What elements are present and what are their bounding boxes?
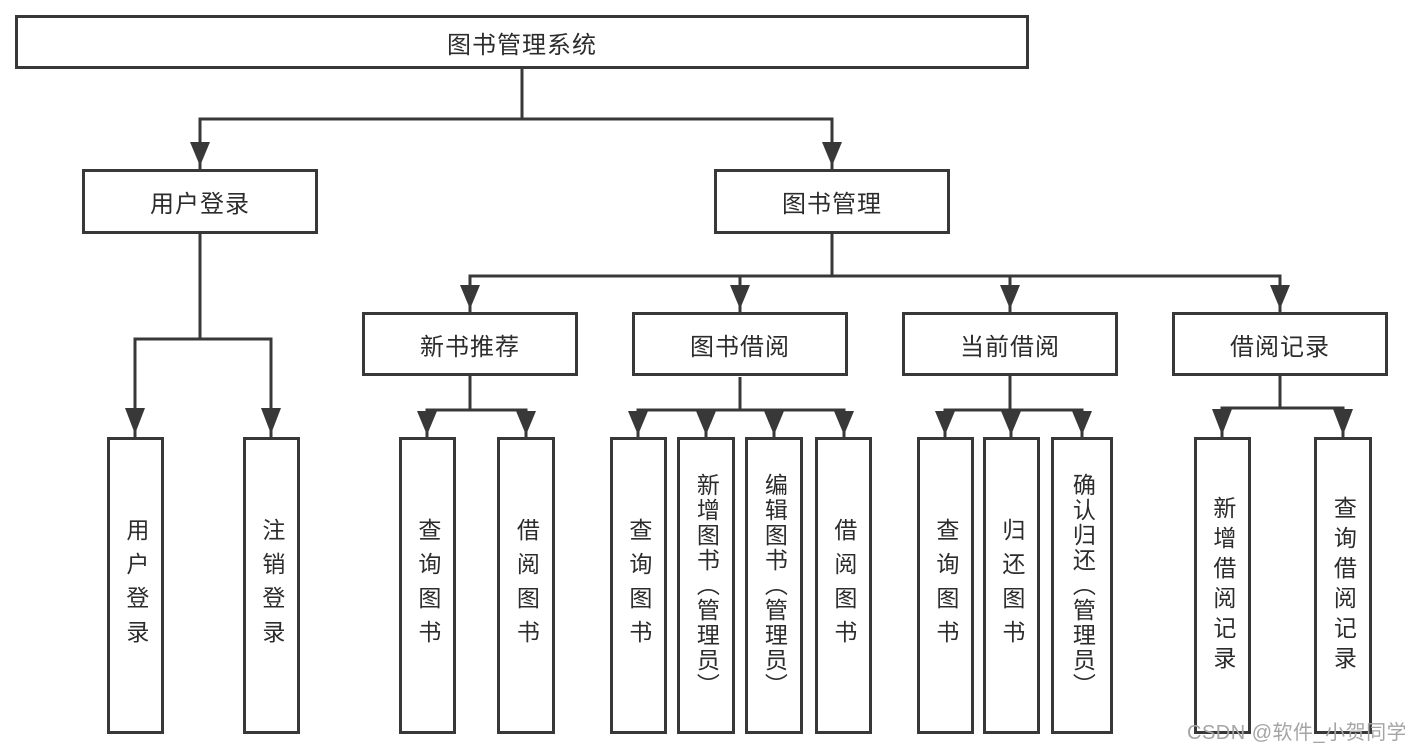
leaf-borrow-books: 借阅图书	[815, 437, 872, 734]
leaf-query-books-recommend: 查询图书	[399, 437, 456, 734]
leaf-user-login: 用户登录	[107, 437, 164, 734]
node-borrow-records-label: 借阅记录	[1230, 333, 1330, 361]
watermark: CSDN @软件_小贺同学	[1187, 722, 1405, 744]
leaf-add-book-admin-label: 新增图书（管理员）	[693, 473, 720, 698]
leaf-borrow-books-label: 借阅图书	[830, 517, 857, 654]
node-book-borrow: 图书借阅	[632, 312, 848, 376]
leaf-borrow-books-recommend-label: 借阅图书	[513, 517, 540, 654]
leaf-edit-book-admin-label: 编辑图书（管理员）	[761, 473, 788, 698]
node-book-borrow-label: 图书借阅	[690, 333, 790, 361]
leaf-edit-book-admin: 编辑图书（管理员）	[745, 437, 803, 734]
leaf-query-books-borrow: 查询图书	[610, 437, 667, 734]
node-book-management-label: 图书管理	[782, 191, 882, 218]
leaf-query-books-current-label: 查询图书	[932, 517, 959, 654]
leaf-add-borrow-record-label: 新增借阅记录	[1209, 495, 1236, 676]
leaf-query-borrow-record-label: 查询借阅记录	[1330, 495, 1357, 676]
leaf-query-books-current: 查询图书	[917, 437, 974, 734]
leaf-logout: 注销登录	[243, 437, 300, 734]
leaf-confirm-return-admin: 确认归还（管理员）	[1051, 437, 1113, 734]
node-current-borrow: 当前借阅	[902, 312, 1118, 376]
node-borrow-records: 借阅记录	[1172, 312, 1388, 376]
leaf-add-book-admin: 新增图书（管理员）	[677, 437, 735, 734]
node-user-login: 用户登录	[82, 169, 318, 234]
leaf-query-borrow-record: 查询借阅记录	[1314, 437, 1372, 734]
leaf-confirm-return-admin-label: 确认归还（管理员）	[1069, 473, 1096, 698]
leaf-user-login-label: 用户登录	[122, 517, 149, 654]
leaf-add-borrow-record: 新增借阅记录	[1194, 437, 1251, 734]
node-library-system: 图书管理系统	[15, 15, 1029, 69]
node-current-borrow-label: 当前借阅	[960, 333, 1060, 361]
leaf-borrow-books-recommend: 借阅图书	[497, 437, 555, 734]
leaf-query-books-recommend-label: 查询图书	[414, 517, 441, 654]
node-new-book-recommend: 新书推荐	[362, 312, 578, 376]
node-library-system-label: 图书管理系统	[447, 31, 597, 59]
leaf-query-books-borrow-label: 查询图书	[625, 517, 652, 654]
leaf-return-book-label: 归还图书	[998, 517, 1025, 654]
leaf-return-book: 归还图书	[983, 437, 1040, 734]
node-new-book-recommend-label: 新书推荐	[420, 333, 520, 361]
leaf-logout-label: 注销登录	[258, 517, 285, 654]
node-user-login-label: 用户登录	[150, 191, 250, 218]
node-book-management: 图书管理	[714, 169, 950, 234]
